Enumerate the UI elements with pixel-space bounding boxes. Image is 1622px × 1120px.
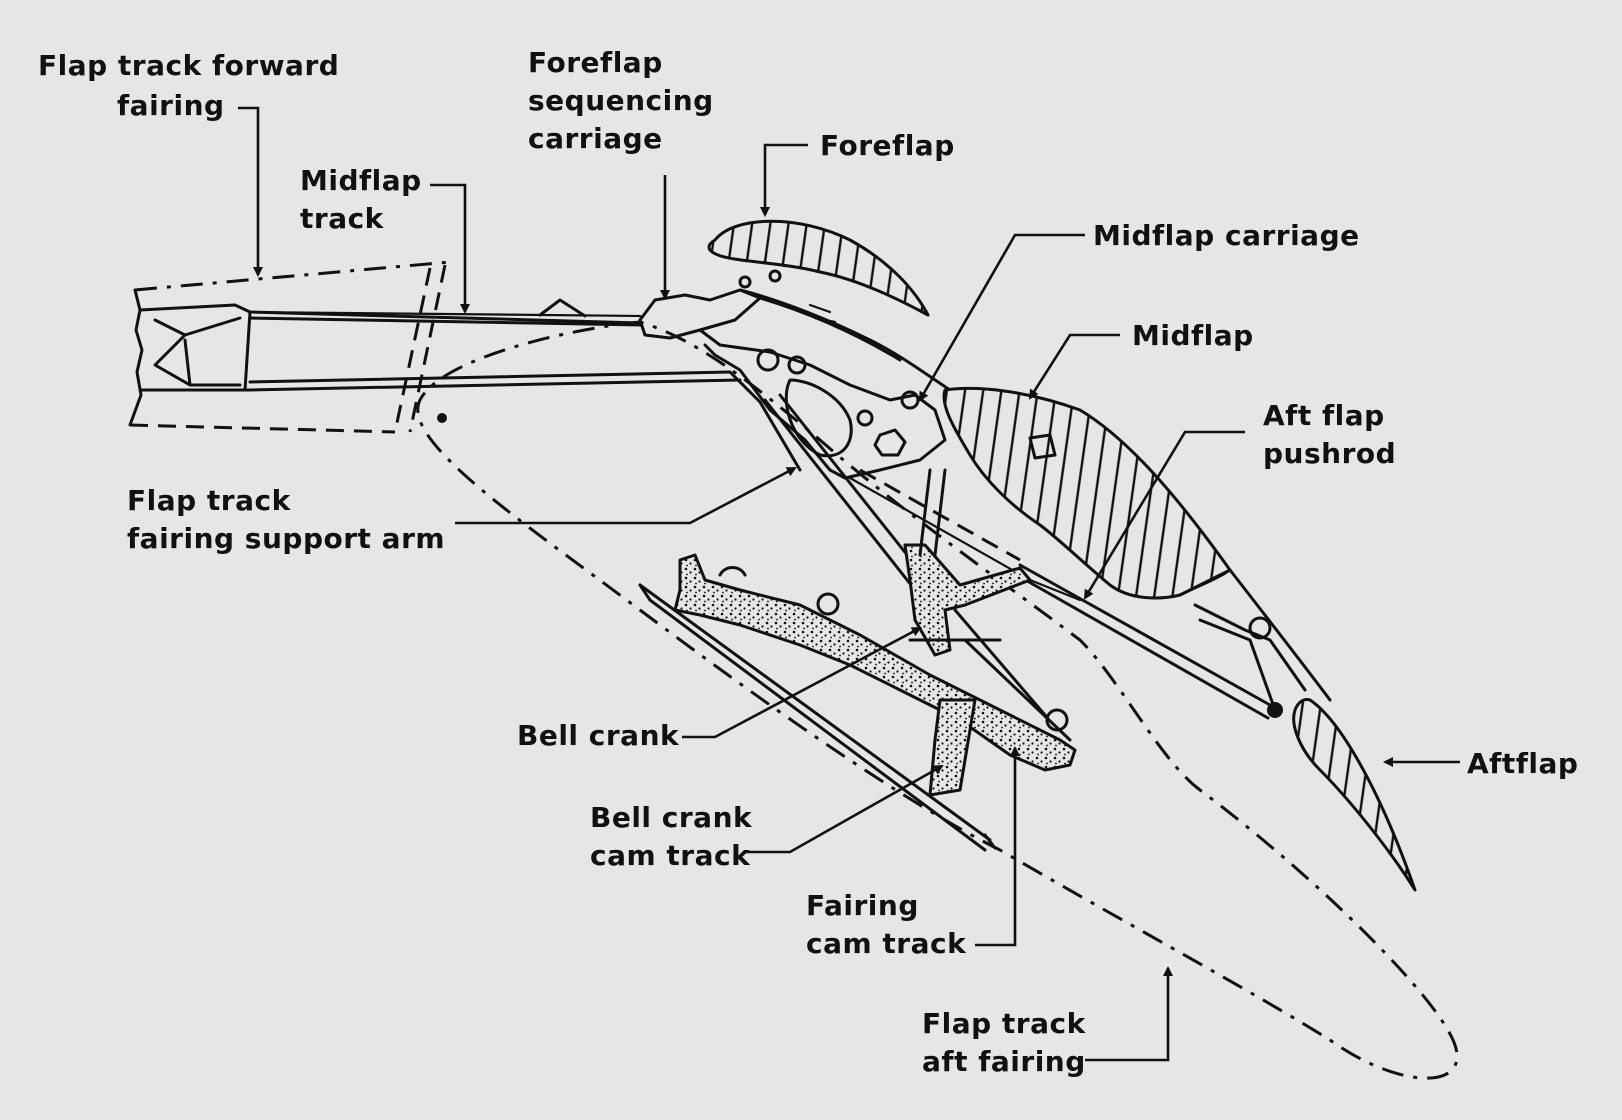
label-midflap-track-line2: track: [300, 202, 385, 235]
flap-track-forward-fairing-shape: [128, 260, 451, 434]
label-flap-track-fairing-support-arm: Flap track fairing support arm: [127, 484, 445, 555]
label-aft-flap-pushrod-line1: Aft flap: [1263, 399, 1385, 432]
label-flap-track-forward-fairing: Flap track forward fairing: [38, 49, 339, 122]
midflap-shape: [942, 386, 1232, 600]
bell-crank-shape: [903, 468, 1072, 742]
label-bell-crank-cam-track-line2: cam track: [590, 839, 751, 872]
label-foreflap-sequencing-carriage-line3: carriage: [528, 122, 663, 155]
label-flap-track-aft-fairing-line2: aft fairing: [922, 1045, 1086, 1078]
aft-flap-pushrod-shape: [1018, 563, 1283, 720]
flap-track-aft-fairing-shape: [416, 320, 1459, 1080]
label-foreflap-sequencing-carriage-line2: sequencing: [528, 84, 714, 117]
label-foreflap: Foreflap: [820, 129, 955, 162]
wing-structure-box: [138, 303, 742, 392]
label-bell-crank: Bell crank: [517, 719, 680, 752]
label-flap-track-forward-fairing-line2: fairing: [117, 89, 225, 122]
label-midflap-carriage: Midflap carriage: [1093, 219, 1360, 252]
label-aft-flap-pushrod: Aft flap pushrod: [1263, 399, 1396, 470]
label-fairing-cam-track-line2: cam track: [806, 927, 967, 960]
label-flap-track-fairing-support-arm-line2: fairing support arm: [127, 522, 445, 555]
label-bell-crank-cam-track: Bell crank cam track: [590, 801, 753, 872]
fairing-cam-track-shape: [638, 583, 997, 852]
label-flap-track-aft-fairing-line1: Flap track: [922, 1007, 1087, 1040]
label-bell-crank-cam-track-line1: Bell crank: [590, 801, 753, 834]
carriage-assembly: [638, 269, 952, 480]
label-midflap-track: Midflap track: [300, 164, 422, 235]
label-foreflap-sequencing-carriage-line1: Foreflap: [528, 46, 663, 79]
label-fairing-cam-track-line1: Fairing: [806, 889, 919, 922]
label-fairing-cam-track: Fairing cam track: [806, 889, 967, 960]
label-aft-flap-pushrod-line2: pushrod: [1263, 437, 1396, 470]
label-aftflap: Aftflap: [1467, 747, 1578, 780]
label-flap-track-aft-fairing: Flap track aft fairing: [922, 1007, 1087, 1078]
aftflap-shape: [1178, 568, 1417, 892]
label-midflap-track-line1: Midflap: [300, 164, 422, 197]
midflap-track-shape: [248, 298, 802, 472]
label-flap-track-forward-fairing-line1: Flap track forward: [38, 49, 339, 82]
label-flap-track-fairing-support-arm-line1: Flap track: [127, 484, 292, 517]
leader-lines: [238, 106, 1460, 1062]
label-foreflap-sequencing-carriage: Foreflap sequencing carriage: [528, 46, 714, 155]
label-midflap: Midflap: [1132, 319, 1254, 352]
foreflap-shape: [707, 219, 930, 317]
